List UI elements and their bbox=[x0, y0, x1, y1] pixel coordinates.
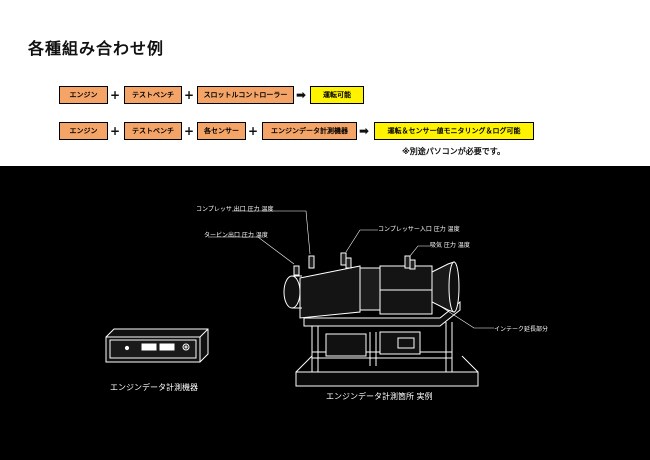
flow-result-operable: 運転可能 bbox=[310, 86, 364, 104]
label-turbine-outlet: タービン出口 圧力 温度 bbox=[204, 232, 268, 239]
label-intake-extension: インテーク延長部分 bbox=[494, 326, 549, 333]
plus-operator: + bbox=[248, 124, 259, 138]
flow-item-engine: エンジン bbox=[59, 122, 108, 140]
pc-required-note: ※別途パソコンが必要です。 bbox=[402, 147, 505, 156]
top-panel: 各種組み合わせ例 エンジン + テストベンチ + スロットルコントローラー ➡ … bbox=[0, 0, 650, 166]
arrow-operator: ➡ bbox=[296, 88, 307, 102]
test-rig bbox=[283, 252, 479, 387]
flow-row-1: エンジン + テストベンチ + スロットルコントローラー ➡ 運転可能 bbox=[0, 86, 650, 104]
flow-item-test-bench: テストベンチ bbox=[124, 86, 182, 104]
label-compressor-outlet: コンプレッサ 出口 圧力 温度 bbox=[196, 206, 274, 213]
caption-rig: エンジンデータ計測箇所 実例 bbox=[326, 392, 433, 401]
data-logger-device bbox=[105, 328, 209, 363]
flow-row-2: エンジン + テストベンチ + 各センサー + エンジンデータ計測機器 ➡ 運転… bbox=[0, 122, 650, 140]
flow-item-data-logger: エンジンデータ計測機器 bbox=[262, 122, 357, 140]
label-compressor-inlet: コンプレッサー入口 圧力 温度 bbox=[378, 226, 460, 233]
flow-result-monitoring: 運転＆センサー値モニタリング＆ログ可能 bbox=[374, 122, 534, 140]
arrow-operator: ➡ bbox=[359, 124, 370, 138]
flow-item-test-bench: テストベンチ bbox=[124, 122, 182, 140]
page-title: 各種組み合わせ例 bbox=[28, 39, 165, 58]
plus-operator: + bbox=[184, 124, 195, 138]
flow-item-throttle-controller: スロットルコントローラー bbox=[197, 86, 294, 104]
label-intake: 吸気 圧力 温度 bbox=[430, 242, 470, 249]
plus-operator: + bbox=[184, 88, 195, 102]
plus-operator: + bbox=[110, 124, 121, 138]
flow-item-sensors: 各センサー bbox=[197, 122, 246, 140]
plus-operator: + bbox=[110, 88, 121, 102]
leader-lines bbox=[208, 210, 494, 329]
sensor-probes bbox=[293, 252, 416, 276]
illustration-drawing bbox=[105, 210, 494, 387]
caption-data-logger: エンジンデータ計測機器 bbox=[110, 383, 198, 392]
flow-item-engine: エンジン bbox=[59, 86, 108, 104]
illustration-panel: コンプレッサ 出口 圧力 温度 タービン出口 圧力 温度 コンプレッサー入口 圧… bbox=[0, 166, 650, 460]
